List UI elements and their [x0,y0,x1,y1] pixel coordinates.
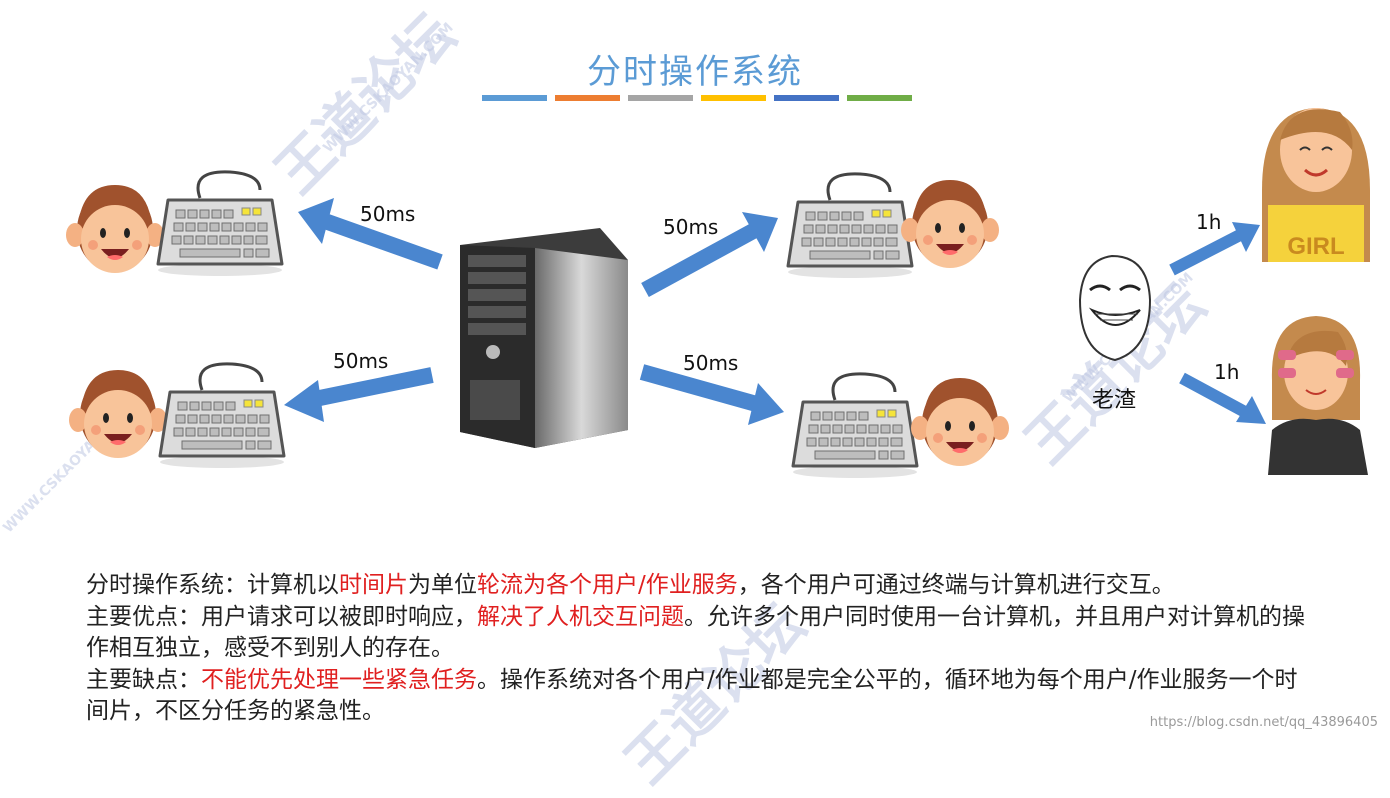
highlight-text: 轮流为各个用户/作业服务 [477,572,738,598]
arrow-label: 50ms [663,215,718,239]
arrow-label: 50ms [360,202,415,226]
arrow-icon [642,372,784,425]
user-icon [69,370,167,458]
user-icon [66,185,164,273]
girl-icon [1268,316,1368,475]
text-span: 为单位 [408,572,477,598]
keyboard-icon [788,174,912,278]
description-line: 主要缺点：不能优先处理一些紧急任务。操作系统对各个用户/作业都是完全公平的，循环… [86,665,1316,728]
text-span: 分时操作系统：计算机以 [86,572,339,598]
text-span: 主要缺点： [86,667,201,693]
text-span: ，各个用户可通过终端与计算机进行交互。 [738,572,1175,598]
hour-label: 1h [1214,360,1239,384]
highlight-text: 不能优先处理一些紧急任务 [201,667,477,693]
source-link[interactable]: https://blog.csdn.net/qq_43896405 [1150,715,1378,730]
description-text: 分时操作系统：计算机以时间片为单位轮流为各个用户/作业服务，各个用户可通过终端与… [86,570,1366,728]
person-label: 老渣 [1092,382,1136,414]
description-line: 分时操作系统：计算机以时间片为单位轮流为各个用户/作业服务，各个用户可通过终端与… [86,570,1366,602]
arrow-icon [284,375,432,422]
hour-label: 1h [1196,210,1221,234]
arrow-label: 50ms [683,351,738,375]
keyboard-icon [793,374,917,478]
keyboard-icon [158,172,282,276]
arrow-icon [1182,378,1266,424]
keyboard-icon [160,364,284,468]
diagram-canvas: GIRL [0,0,1390,560]
troll-face-icon [1080,256,1150,360]
arrow-label: 50ms [333,349,388,373]
description-line: 主要优点：用户请求可以被即时响应，解决了人机交互问题。允许多个用户同时使用一台计… [86,602,1316,665]
highlight-text: 解决了人机交互问题 [477,604,684,630]
user-icon [911,378,1009,466]
server-icon [460,228,628,448]
text-span: 主要优点：用户请求可以被即时响应， [86,604,477,630]
girl-shirt-text: GIRL [1287,233,1344,260]
highlight-text: 时间片 [339,572,408,598]
user-icon [901,180,999,268]
